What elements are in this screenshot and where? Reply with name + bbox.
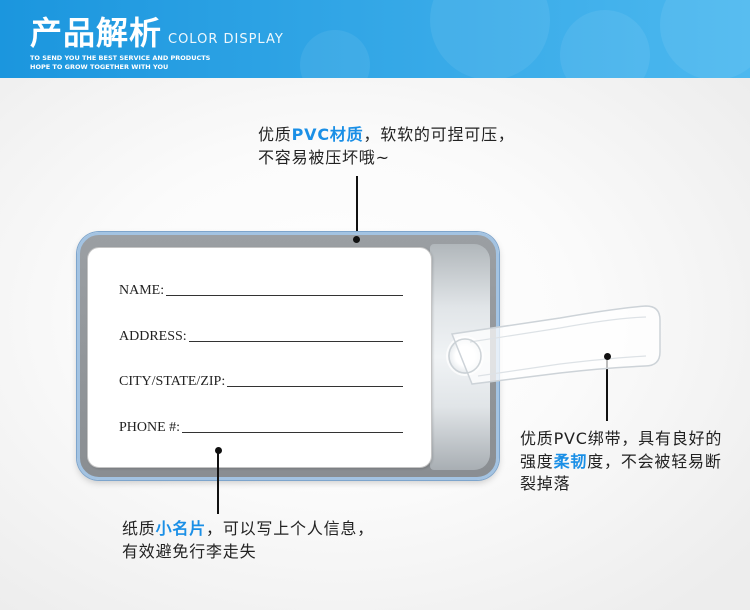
callout-text: 度，不会被轻易断: [587, 451, 722, 471]
banner-pattern-circle: [660, 0, 750, 78]
banner-subtitle: COLOR DISPLAY: [168, 32, 284, 47]
banner-pattern-circle: [430, 0, 550, 78]
banner-title: 产品解析: [30, 14, 163, 52]
card-field-writing-line: [182, 432, 403, 433]
leader-line-strap: [606, 357, 608, 421]
callout-strap: 优质PVC绑带，具有良好的 强度柔韧度，不会被轻易断 裂掉落: [520, 428, 722, 496]
callout-highlight: PVC材质: [291, 125, 364, 144]
banner-tagline-1: TO SEND YOU THE BEST SERVICE AND PRODUCT…: [30, 54, 211, 62]
callout-text: ，可以写上个人信息，: [206, 519, 375, 538]
luggage-tag-strap-hole: [446, 336, 484, 376]
callout-text: ，软软的可捏可压，: [363, 125, 515, 144]
callout-text: 纸质: [122, 519, 156, 538]
banner-tagline-2: HOPE TO GROW TOGETHER WITH YOU: [30, 63, 169, 71]
callout-highlight: 柔韧: [553, 451, 588, 471]
card-field-name: NAME:: [119, 283, 403, 299]
strap-loop-edge: [477, 355, 647, 377]
leader-dot-strap: [604, 353, 611, 360]
card-field-writing-line: [166, 295, 403, 296]
callout-highlight: 小名片: [155, 519, 207, 538]
leader-line-material: [356, 176, 358, 238]
callout-strap-line-3: 裂掉落: [520, 474, 571, 493]
leader-dot-name-card: [215, 447, 222, 454]
card-field-writing-line: [188, 341, 403, 342]
callout-material: 优质PVC材质，软软的可捏可压， 不容易被压坏哦~: [258, 124, 515, 169]
callout-name-card-line-1: 纸质小名片，可以写上个人信息，: [122, 518, 374, 541]
callout-material-line-2: 不容易被压坏哦~: [258, 147, 390, 167]
card-field-writing-line: [227, 386, 403, 387]
card-field-label: PHONE #:: [119, 420, 181, 435]
callout-text: 优质: [258, 125, 292, 144]
card-field-label: CITY/STATE/ZIP:: [119, 374, 226, 389]
callout-name-card: 纸质小名片，可以写上个人信息， 有效避免行李走失: [122, 518, 374, 563]
callout-strap-line-1: 优质PVC绑带，具有良好的: [520, 429, 723, 448]
callout-strap-line-2: 强度柔韧度，不会被轻易断: [520, 451, 722, 474]
callout-text: 强度: [520, 451, 554, 471]
banner-pattern-circle: [300, 30, 370, 78]
leader-line-name-card: [217, 451, 219, 514]
callout-name-card-line-2: 有效避免行李走失: [122, 541, 257, 561]
header-banner: 产品解析 COLOR DISPLAY TO SEND YOU THE BEST …: [0, 0, 750, 78]
card-field-phone: PHONE #:: [119, 420, 403, 436]
banner-pattern-circle: [560, 10, 650, 78]
banner-pattern: [0, 0, 750, 78]
card-field-label: NAME:: [119, 283, 165, 298]
luggage-tag-name-card: NAME: ADDRESS: CITY/STATE/ZIP: PHONE #:: [87, 247, 432, 468]
card-field-label: ADDRESS:: [119, 329, 187, 344]
card-field-city-state-zip: CITY/STATE/ZIP:: [119, 374, 403, 390]
card-field-address: ADDRESS:: [119, 329, 403, 345]
callout-material-line-1: 优质PVC材质，软软的可捏可压，: [258, 124, 515, 147]
leader-dot-material: [353, 236, 360, 243]
